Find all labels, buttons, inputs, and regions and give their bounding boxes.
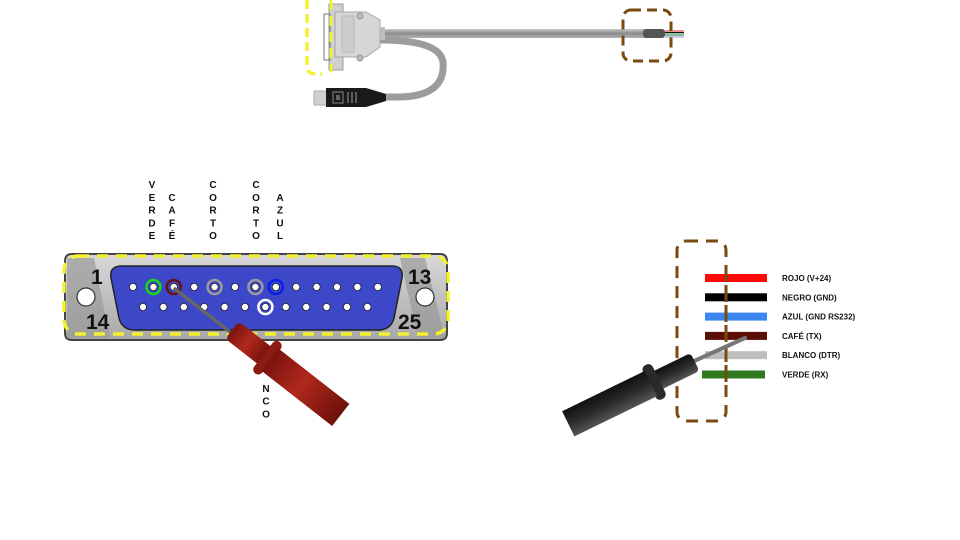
mini-din-connector bbox=[313, 88, 386, 107]
legend-label-2: AZUL (GND RS232) bbox=[782, 313, 856, 322]
pin-marker-8 bbox=[267, 278, 285, 296]
pin-24 bbox=[342, 302, 351, 311]
pin-13 bbox=[373, 282, 382, 291]
pin-18 bbox=[220, 302, 229, 311]
red-probe-body bbox=[227, 323, 273, 365]
cable-branch bbox=[379, 36, 447, 101]
pin-21 bbox=[281, 302, 290, 311]
pin-marker-20 bbox=[257, 298, 274, 316]
mount-hole-right bbox=[415, 287, 435, 307]
pin-marker-3 bbox=[165, 278, 183, 296]
cable-main bbox=[378, 29, 646, 38]
pin-25 bbox=[363, 302, 372, 311]
black-probe-tip bbox=[690, 336, 747, 364]
black-probe-handle bbox=[562, 370, 658, 437]
legend-swatch-0 bbox=[705, 274, 767, 282]
pin-marker-2 bbox=[145, 278, 162, 296]
black-probe-guard bbox=[642, 364, 666, 400]
pin-16 bbox=[179, 302, 188, 311]
pin-22 bbox=[302, 302, 311, 311]
legend-swatch-1 bbox=[705, 293, 767, 302]
legend-swatch-5 bbox=[702, 370, 765, 379]
pin-number-14: 14 bbox=[86, 311, 110, 334]
legend-label-1: NEGRO (GND) bbox=[782, 293, 837, 302]
pin-5 bbox=[210, 282, 219, 291]
pin-23 bbox=[322, 302, 331, 311]
top-cable-illustration bbox=[305, 0, 684, 107]
pin-2 bbox=[149, 282, 158, 291]
connector-highlight-box bbox=[305, 0, 322, 76]
pin-number-1: 1 bbox=[91, 266, 103, 289]
pin-8 bbox=[271, 282, 280, 291]
legend-label-0: ROJO (V+24) bbox=[782, 274, 831, 283]
pin-number-13: 13 bbox=[408, 266, 431, 289]
pin-marker-7 bbox=[247, 278, 264, 296]
pin-marker-5 bbox=[206, 278, 223, 296]
cable-end bbox=[643, 29, 684, 38]
cable-end-highlight-box bbox=[621, 8, 673, 63]
pin-15 bbox=[159, 302, 168, 311]
legend-label-4: BLANCO (DTR) bbox=[782, 351, 841, 360]
legend-label-5: VERDE (RX) bbox=[782, 371, 829, 380]
pin-6 bbox=[230, 282, 239, 291]
pin-7 bbox=[251, 282, 260, 291]
black-test-probe bbox=[562, 336, 747, 437]
red-probe-guard bbox=[253, 340, 282, 375]
db25-highlight-box bbox=[62, 254, 450, 336]
pin-9 bbox=[292, 282, 301, 291]
pin-4 bbox=[190, 282, 199, 291]
legend-label-3: CAFÉ (TX) bbox=[782, 332, 822, 341]
pin-12 bbox=[353, 282, 362, 291]
pin-10 bbox=[312, 282, 321, 291]
legend-swatch-4 bbox=[705, 351, 767, 360]
pin-number-25: 25 bbox=[398, 311, 422, 334]
pin-14 bbox=[138, 302, 147, 311]
pin-20 bbox=[261, 302, 270, 311]
black-probe-body bbox=[651, 354, 699, 390]
red-probe-handle bbox=[261, 348, 350, 426]
pin-19 bbox=[240, 302, 249, 311]
mount-hole-left bbox=[76, 287, 96, 307]
red-test-probe bbox=[173, 287, 350, 426]
db25-face bbox=[109, 265, 404, 331]
legend-swatch-2 bbox=[705, 312, 767, 321]
db25-backshell bbox=[323, 3, 385, 71]
legend-swatch-3 bbox=[705, 331, 767, 340]
pin-1 bbox=[128, 282, 137, 291]
wire-ends-highlight-box bbox=[675, 239, 728, 423]
wire-color-legend: ROJO (V+24) NEGRO (GND) AZUL (GND RS232) CA… bbox=[562, 239, 856, 437]
pin-11 bbox=[332, 282, 341, 291]
db25-pins bbox=[128, 278, 382, 316]
red-probe-tip bbox=[173, 287, 232, 334]
